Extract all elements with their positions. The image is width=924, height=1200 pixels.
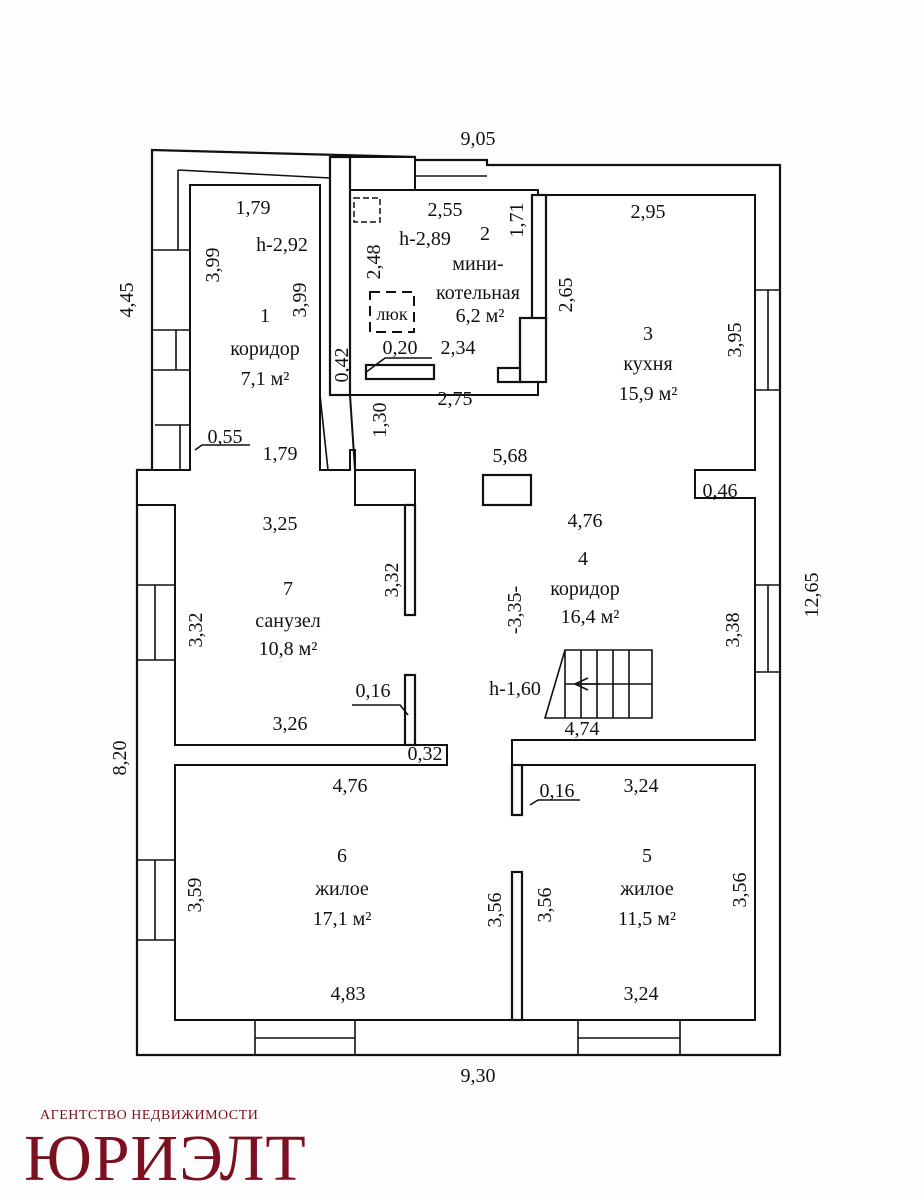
- dim: 1,30: [369, 403, 391, 438]
- room7-partition-bottom: [403, 673, 417, 747]
- room2-wall-end: [496, 366, 522, 384]
- logo-name: ЮРИЭЛТ: [24, 1122, 307, 1195]
- stair-height: h-1,60: [489, 678, 541, 700]
- dim: 4,83: [331, 983, 366, 1005]
- stair-arrow-icon: [574, 677, 600, 691]
- room5-number: 5: [642, 845, 652, 867]
- room2-left-wall: [328, 155, 352, 397]
- dim-overall-bottom: 9,30: [461, 1065, 496, 1087]
- room2-right-wall: [530, 193, 548, 322]
- dim: 1,79: [236, 197, 271, 219]
- room5-partition-top: [510, 763, 524, 817]
- room5-name: жилое: [619, 878, 674, 900]
- dim: 3,26: [273, 713, 308, 735]
- dim: 0,16: [540, 780, 575, 802]
- dim: 0,20: [383, 337, 418, 359]
- dim-overall-right: 12,65: [801, 573, 823, 618]
- dim: -3,35-: [504, 586, 526, 634]
- dim: 3,95: [724, 323, 746, 358]
- room7-partition-top: [403, 503, 417, 617]
- dim: 3,24: [624, 983, 659, 1005]
- dim: 3,25: [263, 513, 298, 535]
- room6-name: жилое: [314, 878, 369, 900]
- column: [481, 473, 533, 507]
- logo-subtitle: АГЕНТСТВО НЕДВИЖИМОСТИ: [40, 1108, 259, 1123]
- room6-area: 17,1 м²: [313, 908, 372, 930]
- dim: 3,24: [624, 775, 659, 797]
- room3-number: 3: [643, 323, 653, 345]
- dim: 3,32: [381, 563, 403, 598]
- room2-wall-stub: [364, 363, 436, 381]
- room4-area: 16,4 м²: [561, 606, 620, 628]
- dim: 2,95: [631, 201, 666, 223]
- dim: 0,32: [408, 743, 443, 765]
- dim: 3,32: [185, 613, 207, 648]
- dim: 3,99: [202, 248, 224, 283]
- windows-right: [755, 289, 780, 673]
- room5-area: 11,5 м²: [618, 908, 676, 930]
- room3-name: кухня: [623, 353, 672, 375]
- room2-area: 6,2 м²: [456, 305, 505, 327]
- dim: 1,79: [263, 443, 298, 465]
- room2-number: 2: [480, 223, 490, 245]
- dim: 2,55: [428, 199, 463, 221]
- room1-height: h-2,92: [256, 234, 308, 256]
- dim-overall-top: 9,05: [461, 128, 496, 150]
- room7-area: 10,8 м²: [259, 638, 318, 660]
- stairs: [543, 649, 653, 719]
- dim: 0,55: [208, 426, 243, 448]
- dim: 3,99: [289, 283, 311, 318]
- dim-left-lower: 8,20: [109, 741, 131, 776]
- dim: 4,76: [568, 510, 603, 532]
- room1-wall: [152, 169, 331, 471]
- dim: 3,56: [534, 888, 556, 923]
- dim: 3,56: [484, 893, 506, 928]
- room1-name: коридор: [230, 338, 300, 360]
- room2-height: h-2,89: [399, 228, 451, 250]
- hatch-outline: [369, 291, 415, 333]
- windows-bottom: [254, 1020, 681, 1055]
- dim: 0,42: [331, 348, 353, 383]
- windows-left: [137, 584, 175, 941]
- room1-number: 1: [260, 305, 270, 327]
- room5-room6-partition: [510, 870, 524, 1022]
- dim: 2,65: [555, 278, 577, 313]
- dim: 5,68: [493, 445, 528, 467]
- room6-number: 6: [337, 845, 347, 867]
- room7-number: 7: [283, 578, 293, 600]
- room7-name: санузел: [255, 610, 320, 632]
- hatch-label: люк: [376, 304, 407, 324]
- room2-name: котельная: [436, 282, 520, 304]
- dim: 0,16: [356, 680, 391, 702]
- room4-name: коридор: [550, 578, 620, 600]
- room4-number: 4: [578, 548, 588, 570]
- dim: 3,59: [184, 878, 206, 913]
- dim: 2,75: [438, 388, 473, 410]
- room3-area: 15,9 м²: [619, 383, 678, 405]
- dim: 2,48: [363, 245, 385, 280]
- room2-name: мини-: [452, 253, 503, 275]
- dim-left-upper: 4,45: [116, 283, 138, 318]
- dim: 3,56: [729, 873, 751, 908]
- dim: 1,71: [506, 203, 528, 238]
- dimension-leaders: [194, 357, 580, 806]
- room1-area: 7,1 м²: [241, 368, 290, 390]
- interior-area: [136, 156, 756, 1021]
- room2-chimney: [518, 316, 548, 384]
- dim: 4,74: [565, 718, 600, 740]
- boiler-icon: [353, 197, 381, 223]
- dim: 3,38: [722, 613, 744, 648]
- dim: 0,46: [703, 480, 738, 502]
- dim: 2,34: [441, 337, 476, 359]
- dim: 4,76: [333, 775, 368, 797]
